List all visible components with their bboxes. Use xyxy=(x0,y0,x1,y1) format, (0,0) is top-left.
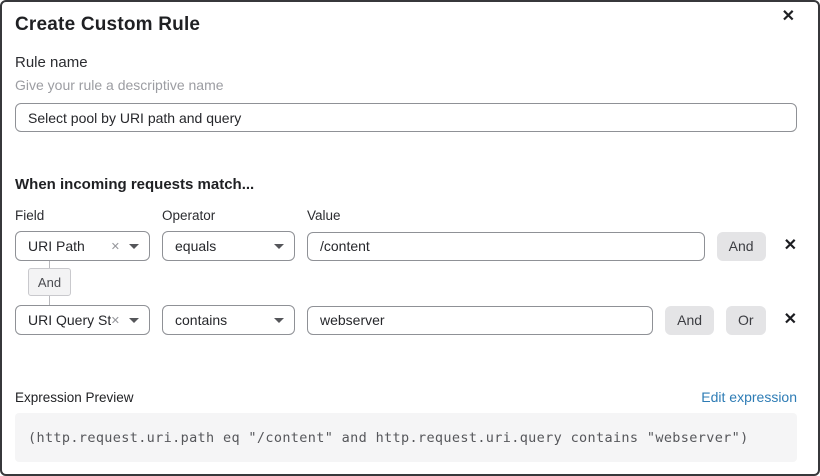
condition-row-2: URI Query St... ✕ contains And Or ✕ xyxy=(15,305,797,335)
rule-name-input[interactable] xyxy=(15,103,797,132)
and-button-row-2[interactable]: And xyxy=(665,305,715,335)
chevron-down-icon xyxy=(129,317,139,323)
column-headers: Field Operator Value xyxy=(15,208,797,223)
and-button-row-1[interactable]: And xyxy=(716,231,766,261)
field-select-2-value: URI Query St... xyxy=(28,312,111,328)
expression-code-block: (http.request.uri.path eq "/content" and… xyxy=(15,413,797,462)
chevron-down-icon xyxy=(274,317,284,323)
field-select-2[interactable]: URI Query St... ✕ xyxy=(15,305,150,335)
value-input-2[interactable] xyxy=(307,305,654,335)
delete-row-1-icon[interactable]: ✕ xyxy=(783,237,797,254)
chevron-down-icon xyxy=(129,243,139,249)
field-clear-icon[interactable]: ✕ xyxy=(110,314,120,327)
connector-line-top xyxy=(49,261,50,268)
value-input-1[interactable] xyxy=(307,231,705,261)
match-heading: When incoming requests match... xyxy=(15,176,255,193)
operator-select-1-value: equals xyxy=(175,238,217,254)
close-icon[interactable]: ✕ xyxy=(781,8,795,25)
or-button-row-2[interactable]: Or xyxy=(726,305,766,335)
field-select-1-value: URI Path xyxy=(28,238,85,254)
modal-title: Create Custom Rule xyxy=(15,14,201,35)
expression-text: (http.request.uri.path eq "/content" and… xyxy=(28,429,749,446)
field-select-1[interactable]: URI Path ✕ xyxy=(15,231,150,261)
connector-line-bottom xyxy=(49,296,50,305)
row-connector: And xyxy=(15,261,797,305)
operator-select-2[interactable]: contains xyxy=(162,305,295,335)
operator-select-2-value: contains xyxy=(175,312,228,328)
expression-preview-label: Expression Preview xyxy=(15,389,134,405)
edit-expression-link[interactable]: Edit expression xyxy=(701,389,797,405)
rule-name-helper: Give your rule a descriptive name xyxy=(15,77,224,93)
value-column-label: Value xyxy=(307,208,341,223)
operator-select-1[interactable]: equals xyxy=(162,231,295,261)
operator-column-label: Operator xyxy=(162,208,216,223)
rule-name-label: Rule name xyxy=(15,54,88,71)
expression-preview-header: Expression Preview Edit expression xyxy=(15,389,797,405)
condition-row-1: URI Path ✕ equals And ✕ xyxy=(15,231,797,261)
connector-and-chip: And xyxy=(28,268,71,296)
delete-row-2-icon[interactable]: ✕ xyxy=(783,311,797,328)
field-column-label: Field xyxy=(15,208,45,223)
field-clear-icon[interactable]: ✕ xyxy=(110,240,120,253)
chevron-down-icon xyxy=(274,243,284,249)
